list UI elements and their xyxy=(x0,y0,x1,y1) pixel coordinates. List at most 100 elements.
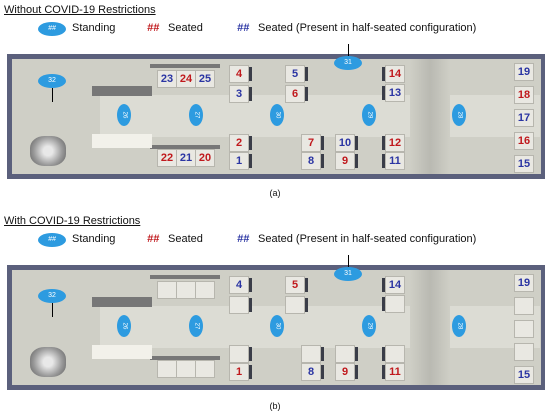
lower-rail xyxy=(150,145,220,149)
seat-19: 19 xyxy=(514,63,534,81)
arrow-up-icon xyxy=(348,255,349,267)
empty-seat xyxy=(514,297,534,315)
upper-rail xyxy=(150,275,220,279)
seat-15: 15 xyxy=(514,366,534,384)
seat-23: 23 xyxy=(157,70,177,88)
bus-aisle xyxy=(100,306,540,348)
seat-10: 10 xyxy=(335,134,358,152)
seat-1: 1 xyxy=(229,363,252,381)
seat-3: 3 xyxy=(229,85,252,103)
legend-seated-marker: ## xyxy=(147,233,160,245)
empty-seat xyxy=(176,360,196,378)
front-partition xyxy=(92,86,152,96)
seat-9: 9 xyxy=(335,363,358,381)
seat-7: 7 xyxy=(301,134,324,152)
rear-shading xyxy=(410,59,450,174)
panel-b-with-restrictions: With COVID-19 Restrictions ## Standing #… xyxy=(0,211,550,411)
bus-aisle xyxy=(100,95,540,137)
front-partition xyxy=(92,297,152,307)
seat-12: 12 xyxy=(382,134,405,152)
entry-step xyxy=(92,345,152,359)
seat-24: 24 xyxy=(176,70,196,88)
standing-26: 26 xyxy=(117,315,131,337)
seat-2: 2 xyxy=(229,134,252,152)
empty-seat xyxy=(176,281,196,299)
arrow-down-icon xyxy=(52,88,53,102)
legend-seated-marker: ## xyxy=(147,22,160,34)
seat-4: 4 xyxy=(229,276,252,294)
seat-19: 19 xyxy=(514,274,534,292)
standing-29: 29 xyxy=(362,315,376,337)
seat-8: 8 xyxy=(301,152,324,170)
panel-title: Without COVID-19 Restrictions xyxy=(4,4,156,16)
driver-seat xyxy=(30,136,66,166)
standing-28: 28 xyxy=(452,315,466,337)
standing-30: 30 xyxy=(270,104,284,126)
legend-standing-marker: ## xyxy=(38,233,66,247)
seat-15: 15 xyxy=(514,155,534,173)
standing-28: 28 xyxy=(452,104,466,126)
standing-32: 32 xyxy=(38,289,66,303)
panel-a-without-restrictions: Without COVID-19 Restrictions ## Standin… xyxy=(0,0,550,198)
standing-27: 27 xyxy=(189,104,203,126)
empty-seat xyxy=(301,345,324,363)
panel-title: With COVID-19 Restrictions xyxy=(4,215,141,227)
seat-13: 13 xyxy=(382,84,405,102)
empty-seat xyxy=(285,296,308,314)
caption: (b) xyxy=(269,401,281,411)
upper-rail xyxy=(150,64,220,68)
standing-26: 26 xyxy=(117,104,131,126)
seat-5: 5 xyxy=(285,276,308,294)
legend-standing-marker: ## xyxy=(38,22,66,36)
empty-seat xyxy=(157,281,177,299)
arrow-up-icon xyxy=(348,44,349,56)
seat-20: 20 xyxy=(195,149,215,167)
arrow-down-icon xyxy=(52,303,53,317)
seat-11: 11 xyxy=(382,363,405,381)
legend-seated-label: Seated xyxy=(168,233,203,245)
legend-halfseated-marker: ## xyxy=(237,233,250,245)
empty-seat xyxy=(229,296,252,314)
caption: (a) xyxy=(269,188,281,198)
standing-31: 31 xyxy=(334,267,362,281)
seat-11: 11 xyxy=(382,152,405,170)
seat-9: 9 xyxy=(335,152,358,170)
seat-8: 8 xyxy=(301,363,324,381)
legend-halfseated-label: Seated (Present in half-seated configura… xyxy=(258,233,477,245)
standing-32: 32 xyxy=(38,74,66,88)
seat-18: 18 xyxy=(514,86,534,104)
legend-standing-label: Standing xyxy=(72,233,116,245)
empty-seat xyxy=(195,360,215,378)
empty-seat xyxy=(229,345,252,363)
empty-seat xyxy=(382,295,405,313)
standing-30: 30 xyxy=(270,315,284,337)
lower-rail xyxy=(150,356,220,360)
empty-seat xyxy=(382,345,405,363)
seat-22: 22 xyxy=(157,149,177,167)
seat-1: 1 xyxy=(229,152,252,170)
seat-14: 14 xyxy=(382,65,405,83)
empty-seat xyxy=(514,343,534,361)
standing-27: 27 xyxy=(189,315,203,337)
rear-shading xyxy=(410,270,450,385)
legend-halfseated-label: Seated (Present in half-seated configura… xyxy=(258,22,477,34)
seat-21: 21 xyxy=(176,149,196,167)
entry-step xyxy=(92,134,152,148)
seat-16: 16 xyxy=(514,132,534,150)
seat-17: 17 xyxy=(514,109,534,127)
seat-25: 25 xyxy=(195,70,215,88)
seat-6: 6 xyxy=(285,85,308,103)
standing-31: 31 xyxy=(334,56,362,70)
legend-seated-label: Seated xyxy=(168,22,203,34)
legend-standing-label: Standing xyxy=(72,22,116,34)
standing-29: 29 xyxy=(362,104,376,126)
seat-5: 5 xyxy=(285,65,308,83)
seat-4: 4 xyxy=(229,65,252,83)
empty-seat xyxy=(514,320,534,338)
seat-14: 14 xyxy=(382,276,405,294)
empty-seat xyxy=(335,345,358,363)
legend-halfseated-marker: ## xyxy=(237,22,250,34)
empty-seat xyxy=(195,281,215,299)
empty-seat xyxy=(157,360,177,378)
driver-seat xyxy=(30,347,66,377)
